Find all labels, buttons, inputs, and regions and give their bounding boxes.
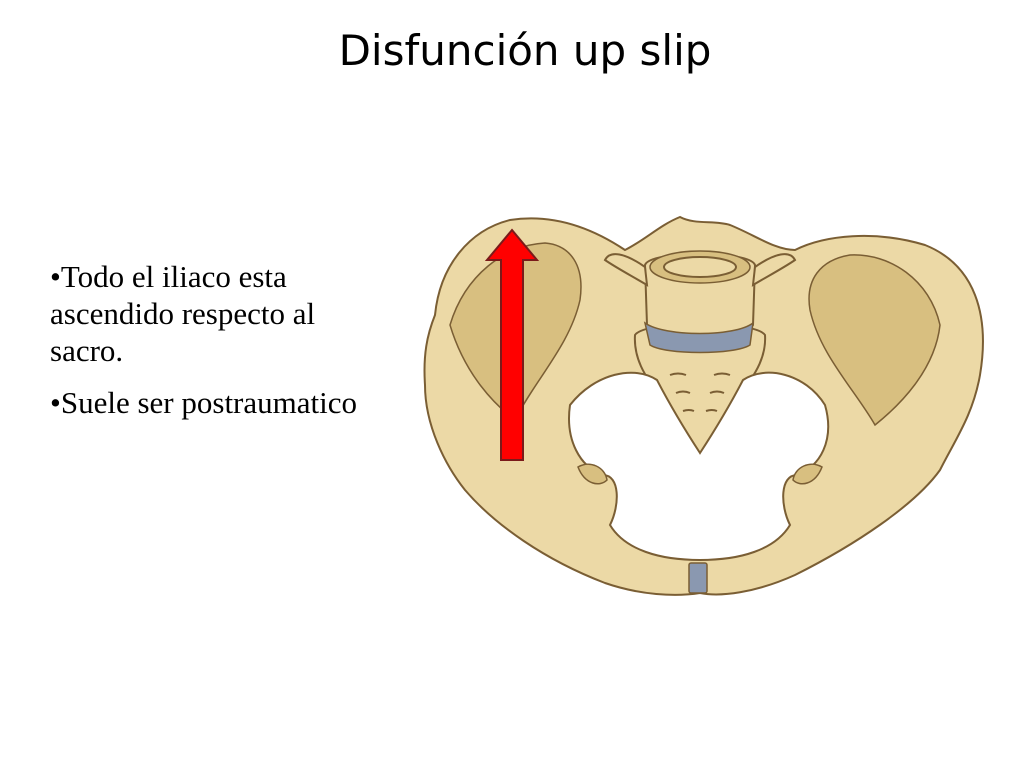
right-iliac-fossa: [808, 254, 941, 427]
bullet-list: •Todo el iliaco esta ascendido respecto …: [50, 258, 380, 435]
transverse-process-left: [603, 253, 649, 287]
transverse-process-right: [751, 253, 797, 287]
intervertebral-disc: [643, 321, 754, 354]
bullet-text: Suele ser postraumatico: [60, 384, 357, 420]
ischial-spine-left: [577, 463, 608, 485]
pubic-symphysis: [688, 562, 708, 594]
bullet-marker: •: [50, 384, 61, 420]
bullet-marker: •: [50, 259, 61, 294]
arrow-up-icon: [484, 228, 540, 461]
sacral-foramina: [669, 372, 731, 412]
pelvis-illustration: [423, 215, 984, 596]
slide-title: Disfunción up slip: [338, 26, 712, 75]
ischial-spine-right: [792, 463, 823, 485]
vertebral-canal: [663, 256, 737, 278]
bullet-text: Todo el iliaco esta ascendido respecto a…: [50, 259, 316, 369]
bullet-item: •Suele ser postraumatico: [50, 384, 380, 421]
bullet-item: •Todo el iliaco esta ascendido respecto …: [50, 258, 380, 370]
